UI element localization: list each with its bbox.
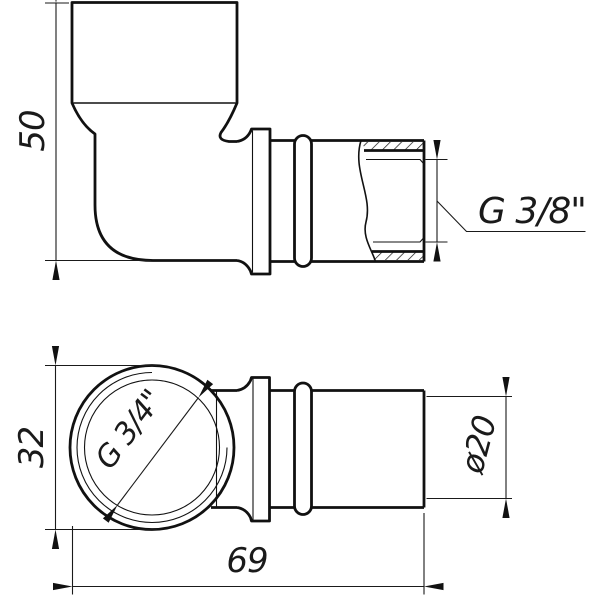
front-oring-bead (293, 134, 313, 268)
front-hatch-bottom (371, 252, 423, 260)
dim-69-text: 69 (226, 541, 267, 581)
bottom-view: 32 G 3/4" ø20 69 (12, 346, 512, 595)
dimension-g38: G 3/8" (425, 140, 587, 262)
bottom-flange-outline (236, 376, 271, 523)
dim-50-text: 50 (13, 110, 53, 151)
dim-32-text: 32 (12, 427, 52, 468)
dim-g38-text: G 3/8" (478, 191, 586, 232)
dimension-32: 32 (12, 346, 157, 549)
front-thread-crest-bottom (373, 237, 425, 243)
dim-g38-leader (436, 200, 586, 233)
front-break-line (357, 140, 377, 262)
dimension-69: 69 (53, 513, 444, 595)
dim-g34-line (102, 379, 214, 523)
front-view: 50 G 3/8" (13, 0, 587, 280)
dimension-g34: G 3/4" (89, 379, 214, 523)
dimension-50: 50 (13, 0, 151, 280)
dimension-d20: ø20 (426, 377, 512, 518)
front-thread-crest-top (366, 158, 425, 165)
front-body-outline (70, 1, 239, 262)
front-hatch-top (362, 142, 423, 150)
dim-d20-text: ø20 (452, 412, 504, 478)
front-flange-outline (236, 127, 272, 276)
dim-g34-text: G 3/4" (89, 384, 170, 476)
bottom-oring-bead (293, 381, 313, 516)
